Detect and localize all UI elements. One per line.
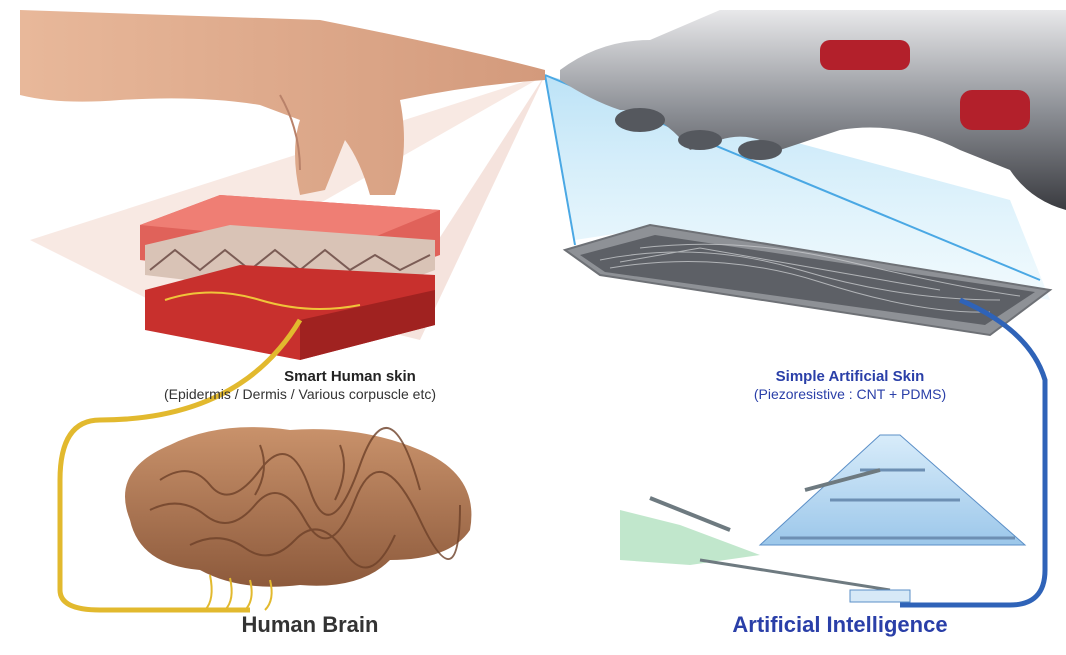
human-skin-subtitle: (Epidermis / Dermis / Various corpuscle …: [40, 386, 560, 402]
ai-network-image: [620, 435, 1025, 602]
artificial-skin-subtitle: (Piezoresistive : CNT + PDMS): [650, 386, 1050, 402]
artificial-intelligence-title: Artificial Intelligence: [660, 612, 1020, 638]
ai-signal-wire: [900, 300, 1045, 605]
artificial-skin-title: Simple Artificial Skin: [700, 368, 1000, 385]
human-brain-image: [125, 427, 471, 610]
human-brain-title: Human Brain: [160, 612, 460, 638]
human-skin-title: Smart Human skin: [200, 368, 500, 385]
